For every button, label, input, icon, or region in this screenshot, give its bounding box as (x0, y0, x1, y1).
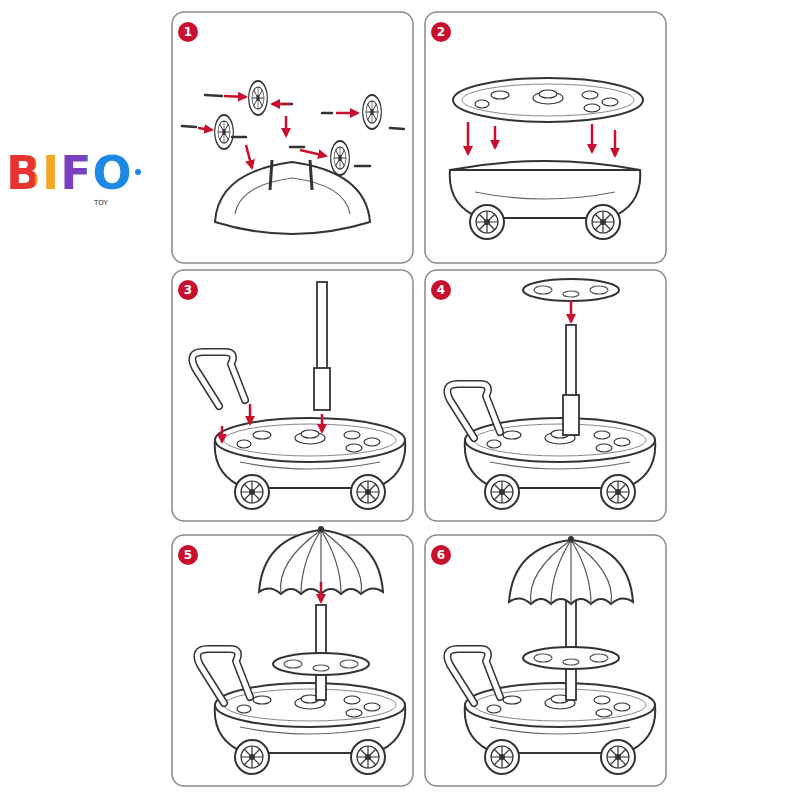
step-badge: 1 (178, 22, 198, 42)
step-number: 6 (437, 549, 445, 561)
step-number: 2 (437, 26, 445, 38)
brand-subtitle: TOY (94, 200, 108, 207)
step-badge: 5 (178, 545, 198, 565)
step-number: 3 (184, 284, 192, 296)
step-number: 1 (184, 26, 192, 38)
step-number: 5 (184, 549, 192, 561)
step-badge: 2 (431, 22, 451, 42)
brand-logo: BIFO (6, 150, 133, 196)
step-number: 4 (437, 284, 445, 296)
step-badge: 4 (431, 280, 451, 300)
step-badge: 3 (178, 280, 198, 300)
step-badge: 6 (431, 545, 451, 565)
